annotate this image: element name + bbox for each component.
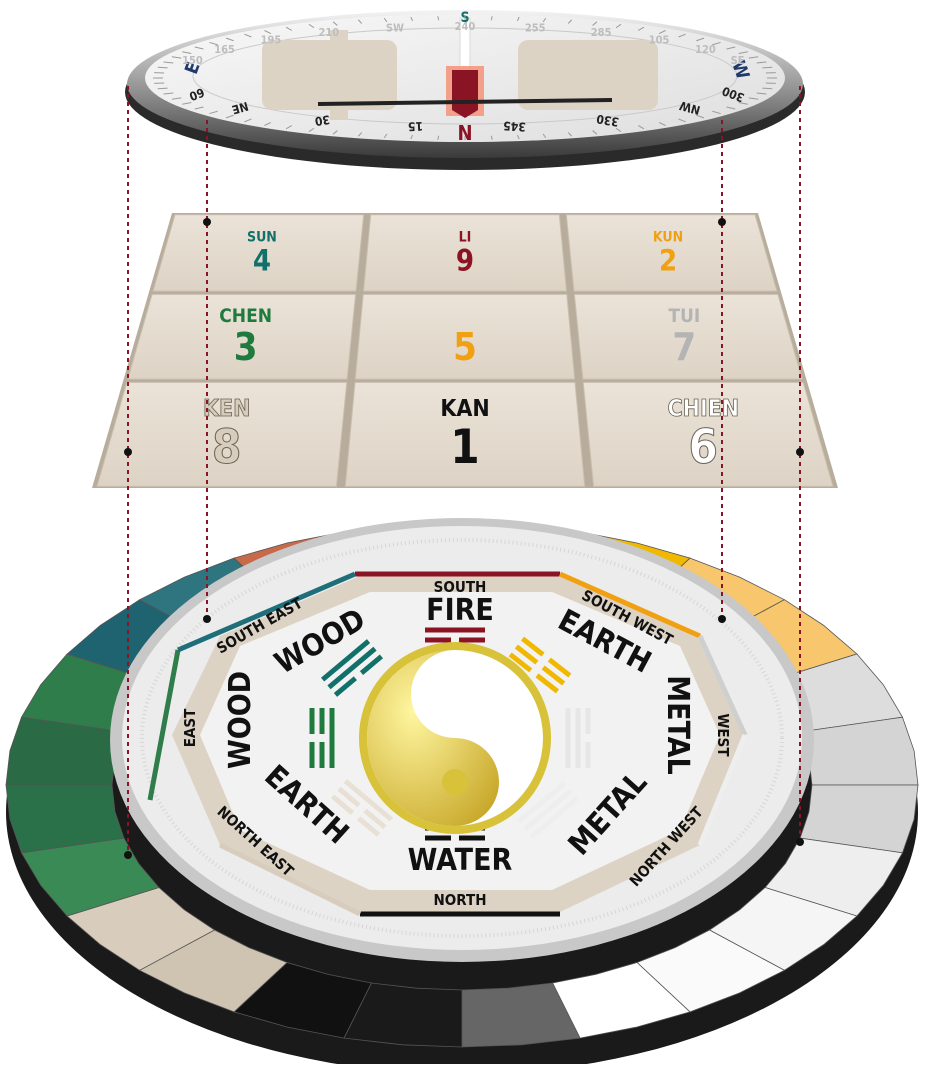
compass-tick [158, 88, 168, 89]
grid-cell-number: 5 [453, 325, 477, 369]
dot-grid-top-left [203, 218, 211, 226]
grid-cell-number: 2 [659, 243, 677, 277]
grid-cell-number: 4 [253, 243, 271, 277]
dot-plate-far-right [796, 838, 804, 846]
yin-yang-white-dot [442, 681, 468, 707]
grid-cell-name: KAN [440, 396, 489, 422]
compass-tick [762, 88, 772, 89]
compass-tick [158, 67, 168, 68]
compass-needle-north [452, 70, 478, 118]
trigram-line-solid [425, 628, 485, 633]
trigram-line-broken [320, 708, 325, 734]
compass-outer-label: 240 [455, 20, 476, 33]
grid-cell-name: CHEN [219, 305, 272, 327]
grid-cell-number: 9 [456, 243, 474, 277]
grid-cell-number: 3 [234, 325, 258, 369]
grid-cell: 5 [355, 294, 574, 379]
compass-base-mark-left [262, 40, 397, 110]
yin-yang-gold-dot [442, 769, 468, 795]
grid-cell-number: 1 [450, 420, 479, 475]
dot-grid-bottom-left [124, 448, 132, 456]
compass-inner-label: 15 [408, 119, 424, 134]
grid-cell: LI9 [364, 215, 567, 291]
bagua-plate: SOUTH FIRE SOUTH WEST EARTH WEST METAL N… [6, 518, 918, 1064]
grid-cell-number: 8 [212, 420, 241, 475]
compass-outer-label: SW [386, 22, 404, 35]
dot-plate-far-left [124, 851, 132, 859]
dot-plate-left [203, 615, 211, 623]
compass-outer-label: 150 [182, 54, 203, 67]
label-water: WATER [408, 843, 513, 878]
trigram-line-broken [320, 742, 325, 768]
compass-outer-label: 210 [319, 26, 340, 39]
trigram-line-solid [330, 708, 335, 768]
compass-outer-label: 195 [261, 33, 282, 46]
label-fire: FIRE [426, 593, 494, 628]
compass-outer-label: SE [731, 54, 745, 67]
trigram-line-solid [576, 708, 581, 768]
dot-plate-right [718, 615, 726, 623]
trigram-line-broken [310, 708, 315, 734]
compass-outer-label: 285 [591, 26, 612, 39]
compass-north-letter: N [457, 121, 472, 145]
label-east: EAST [181, 708, 199, 747]
compass-tick [762, 67, 772, 68]
trigram-line-broken [310, 742, 315, 768]
compass-inner-label: 30 [314, 112, 331, 128]
trigram-line-broken [425, 836, 451, 841]
trigram-line-broken [586, 742, 591, 768]
trigram-line-broken [459, 638, 485, 643]
yin-yang-symbol [359, 642, 551, 834]
compass-base-mark-post [330, 30, 348, 120]
grid-cell-name: TUI [668, 305, 700, 327]
dot-grid-bottom-right [796, 448, 804, 456]
dot-grid-top-right [718, 218, 726, 226]
trigram-line-broken [425, 638, 451, 643]
label-north: NORTH [434, 891, 487, 909]
compass-inner-label: 345 [503, 119, 526, 134]
label-west: WEST [714, 713, 732, 757]
grid-cell-name: CHIEN [667, 396, 739, 422]
trigram-line-solid [566, 708, 571, 768]
compass-outer-label: 255 [525, 22, 546, 35]
compass-outer-label: 105 [649, 33, 670, 46]
grid-cell-name: KEN [203, 396, 251, 422]
grid-cell-number: 7 [672, 325, 696, 369]
grid-cell-number: 6 [689, 420, 718, 475]
trigram-line-broken [459, 836, 485, 841]
label-wood-e: WOOD [223, 671, 258, 769]
label-metal-w: METAL [660, 675, 695, 774]
trigram-line-broken [586, 708, 591, 734]
